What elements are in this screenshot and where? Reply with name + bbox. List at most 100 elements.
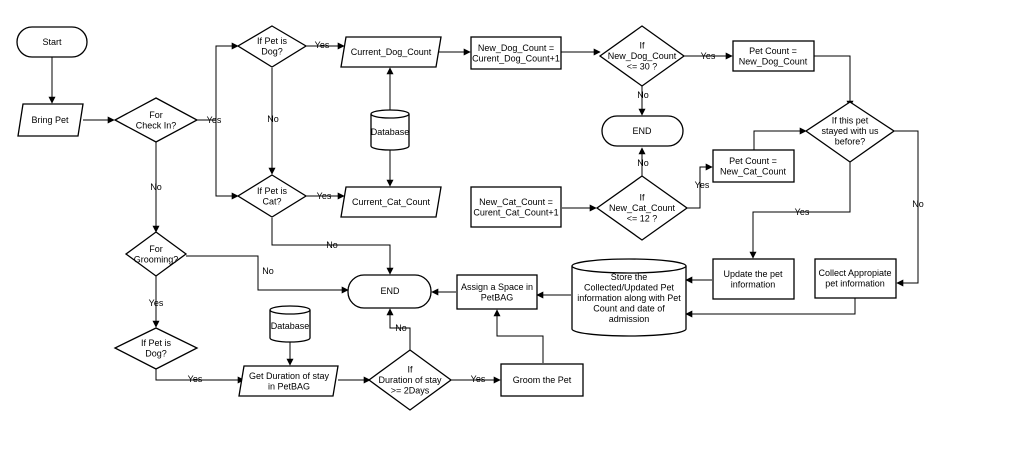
new-cat-count-process: New_Cat_Count =Curent_Cat_Count+1 — [470, 186, 562, 228]
edge-pet-count-cat-to-stayed — [753, 127, 807, 154]
cat-count-line-0: Current_Cat_Count — [352, 197, 431, 207]
label-duration-no: No — [395, 323, 407, 333]
cat-limit-line-2: <= 12 ? — [627, 214, 658, 224]
pet-dog-bottom-line-0: If Pet is — [141, 338, 172, 348]
end-middle-label: END — [380, 286, 400, 296]
edge-cat-no — [271, 218, 394, 275]
label-stayed-no: No — [912, 199, 924, 209]
edge-stayed-no — [894, 130, 919, 287]
edge-stayed-yes — [749, 162, 851, 259]
label-grooming-no: No — [262, 266, 274, 276]
current-cat-count-label: Current_Cat_Count — [352, 197, 431, 207]
edge-labels: Yes No Yes No Yes No Yes No No Yes Yes N… — [149, 40, 924, 384]
current-cat-count-io: Current_Cat_Count — [340, 186, 442, 218]
edge-dog-bottom-yes — [155, 369, 245, 384]
label-dog-limit-yes: Yes — [701, 51, 716, 61]
dog-limit-line-1: New_Dog_Count — [608, 51, 677, 61]
label-stayed-yes: Yes — [795, 207, 810, 217]
new-cat-count-line-0: New_Cat_Count = — [479, 197, 553, 207]
duration-check-line-1: Duration of stay — [378, 375, 442, 385]
duration-check-line-0: If — [407, 365, 413, 375]
label-cat-limit-no: No — [637, 158, 649, 168]
label-grooming-yes: Yes — [149, 298, 164, 308]
label-dog-limit-no: No — [637, 90, 649, 100]
label-dog-no: No — [267, 114, 279, 124]
new-dog-count-line-1: Curent_Dog_Count+1 — [472, 53, 560, 63]
edge-grooming-no — [186, 255, 349, 294]
pet-dog-top-line-1: Dog? — [261, 46, 283, 56]
label-cat-no: No — [326, 240, 338, 250]
database-top-label: Database — [371, 127, 410, 137]
pet-count-cat-line-1: New_Cat_Count — [720, 166, 787, 176]
groom-line-0: Groom the Pet — [513, 375, 572, 385]
dog-count-line-0: Current_Dog_Count — [351, 47, 432, 57]
groom-process: Groom the Pet — [500, 363, 584, 397]
dog-limit-line-2: <= 30 ? — [627, 62, 658, 72]
pet-count-cat-line-0: Pet Count = — [729, 156, 777, 166]
current-dog-count-label: Current_Dog_Count — [351, 47, 432, 57]
bring-pet-io: Bring Pet — [17, 103, 84, 137]
pet-cat-line-0: If Pet is — [257, 186, 288, 196]
cat-limit-line-1: New_Cat_Count — [609, 203, 676, 213]
nodes: Start END END Bring Pet Current_Dog_Coun… — [16, 25, 897, 411]
edges — [48, 42, 919, 384]
pet-dog-top-line-0: If Pet is — [257, 36, 288, 46]
update-info-line-1: information — [731, 279, 776, 289]
duration-stay-line-1: in PetBAG — [268, 381, 310, 391]
database-bottom-cylinder: Database — [269, 305, 311, 343]
label-dog-bottom-yes: Yes — [188, 374, 203, 384]
new-cat-count-line-1: Curent_Cat_Count+1 — [473, 207, 558, 217]
pet-count-dog-label: Pet Count =New_Dog_Count — [739, 46, 808, 67]
new-dog-count-line-0: New_Dog_Count = — [478, 43, 554, 53]
start-terminal: Start — [16, 26, 88, 58]
stayed-before-line-0: If this pet — [832, 116, 869, 126]
label-checkin-yes: Yes — [207, 115, 222, 125]
edge-collect-to-store — [685, 298, 856, 318]
pet-cat-line-1: Cat? — [262, 196, 281, 206]
edge-duration-no — [386, 308, 411, 350]
edge-checkin-yes — [197, 42, 239, 121]
store-info-line-4: admission — [609, 314, 650, 324]
new-cat-count-label: New_Cat_Count =Curent_Cat_Count+1 — [473, 197, 558, 218]
stayed-before-line-1: stayed with us — [821, 126, 879, 136]
database-top-cylinder: Database — [370, 109, 410, 151]
database-bottom-label: Database — [271, 321, 310, 331]
bring-pet-line-0: Bring Pet — [31, 115, 69, 125]
database-bottom-line-0: Database — [271, 321, 310, 331]
dog-limit-line-0: If — [639, 41, 645, 51]
stayed-before-line-2: before? — [835, 137, 866, 147]
bring-pet-label: Bring Pet — [31, 115, 69, 125]
end-top-line-0: END — [632, 126, 652, 136]
edge-checkin-yes-cat — [215, 120, 239, 200]
duration-stay-line-0: Get Duration of stay — [249, 371, 330, 381]
for-checkin-line-1: Check In? — [136, 120, 177, 130]
pet-count-dog-process: Pet Count =New_Dog_Count — [732, 40, 815, 72]
pet-count-dog-line-1: New_Dog_Count — [739, 56, 808, 66]
start-line-0: Start — [42, 37, 62, 47]
store-info-line-0: Store the — [611, 272, 648, 282]
collect-info-line-1: pet information — [825, 278, 885, 288]
edge-groom-to-assign — [493, 309, 544, 363]
pet-dog-bottom-line-1: Dog? — [145, 348, 167, 358]
store-info-line-1: Collected/Updated Pet — [584, 283, 675, 293]
cat-limit-line-0: If — [639, 193, 645, 203]
groom-label: Groom the Pet — [513, 375, 572, 385]
end-terminal-top: END — [601, 115, 684, 147]
